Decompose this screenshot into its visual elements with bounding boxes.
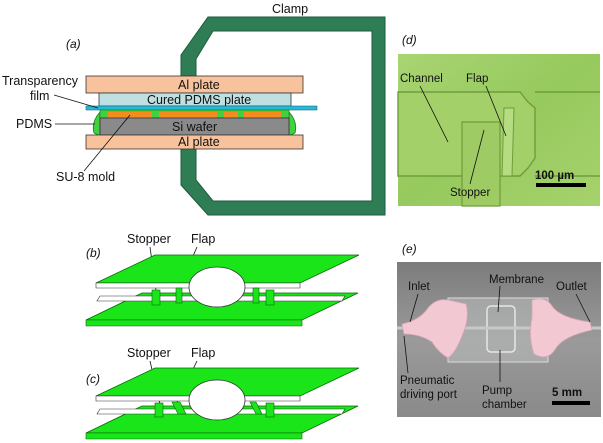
panel-b-flap-label: Flap xyxy=(191,232,215,246)
al-plate-bottom-label: Al plate xyxy=(178,135,220,149)
micro-flap xyxy=(501,107,515,177)
sealant-left xyxy=(401,299,468,359)
su8-mold-seg-2 xyxy=(159,112,217,118)
inlet-leader xyxy=(409,293,419,323)
cured-pdms-label: Cured PDMS plate xyxy=(147,93,251,107)
panel-d-label: (d) xyxy=(402,33,417,47)
membrane-label: Membrane xyxy=(489,274,544,286)
al-plate-bottom xyxy=(85,134,304,150)
micro-flap-label: Flap xyxy=(466,73,488,85)
micro-stopper-leader xyxy=(469,129,485,185)
al-plate-top-label: Al plate xyxy=(178,78,220,92)
panel-b-stopper-label: Stopper xyxy=(127,232,171,246)
chip-b-flap-2 xyxy=(252,287,260,304)
transparency-film xyxy=(85,105,318,111)
panel-a-label: (a) xyxy=(66,37,81,51)
panel-a: (a) Clamp Al plate Cured PDMS plate Si w… xyxy=(2,2,386,216)
pdms-left xyxy=(92,110,101,137)
su8-mold-label: SU-8 mold xyxy=(56,170,115,184)
micro-channel-walls xyxy=(535,91,600,177)
panel-c-flap-label: Flap xyxy=(191,346,215,360)
chip-c-stopper xyxy=(154,402,164,418)
panel-e-label: (e) xyxy=(402,242,417,256)
outlet-label: Outlet xyxy=(556,281,587,293)
micro-scale-label: 100 µm xyxy=(535,170,574,182)
chip-c-bottom-edge xyxy=(85,432,303,440)
panel-c-label: (c) xyxy=(86,372,100,386)
panel-e: (e) Inlet Membrane Outlet Pneumatic driv… xyxy=(397,242,601,417)
micro-scale-bar xyxy=(536,183,586,187)
transparency-film-label-1: Transparency xyxy=(2,74,79,88)
pneumatic-label-2: driving port xyxy=(400,389,458,401)
clamp-label: Clamp xyxy=(272,2,308,16)
panel-d: (d) Channel Flap Stopper 100 µm xyxy=(397,33,600,207)
panel-b-label: (b) xyxy=(86,246,101,260)
transparency-film-leader xyxy=(53,94,99,109)
pneumatic-label-1: Pneumatic xyxy=(400,375,455,387)
chip-b-stopper xyxy=(151,289,161,306)
micro-stopper xyxy=(461,121,501,207)
pdms-label: PDMS xyxy=(16,117,52,131)
chip-c-flap-2 xyxy=(249,401,263,415)
micro-flap-leader xyxy=(485,85,507,137)
panel-c-stopper-label: Stopper xyxy=(127,346,171,360)
chip-b-pump-chamber xyxy=(188,266,246,308)
chip-c-flap xyxy=(171,401,187,415)
su8-mold-leader xyxy=(83,114,131,172)
su8-mold-seg-3 xyxy=(224,112,238,118)
chip-b-stopper-2 xyxy=(265,289,275,306)
su8-mold-seg-4 xyxy=(244,112,281,118)
pneumatic-leader xyxy=(403,335,409,374)
sealant-right xyxy=(530,298,593,358)
membrane-leader xyxy=(497,285,501,313)
pump-chamber-label-1: Pump xyxy=(482,385,512,397)
si-wafer-label: Si wafer xyxy=(172,120,217,134)
chip-c-pump-chamber xyxy=(188,379,246,421)
chip-c-stopper-2 xyxy=(265,402,275,418)
photo-scale-bar xyxy=(552,401,590,405)
micro-stopper-label: Stopper xyxy=(450,187,490,199)
outlet-leader xyxy=(575,293,591,323)
micro-channel-label: Channel xyxy=(400,73,443,85)
inlet-label: Inlet xyxy=(408,281,431,293)
transparency-film-label-2: film xyxy=(30,89,49,103)
pdms-right xyxy=(288,110,297,137)
panel-c: (c) Stopper Flap xyxy=(85,346,360,440)
micro-channel-leader xyxy=(419,85,449,143)
chip-b-bottom-edge xyxy=(85,319,303,327)
chip-b-flap xyxy=(175,287,183,304)
pump-chamber-label-2: chamber xyxy=(482,399,527,411)
panel-b: (b) Stopper Flap xyxy=(85,232,360,327)
photo-scale-label: 5 mm xyxy=(552,387,582,399)
